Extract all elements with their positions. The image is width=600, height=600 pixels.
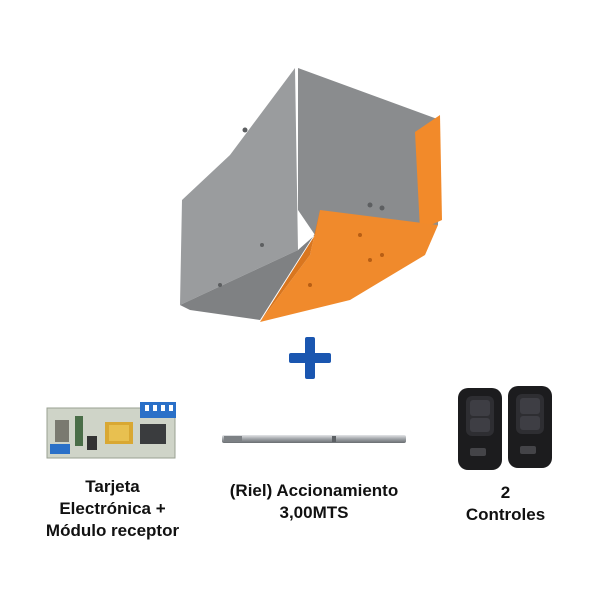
caption-line: Módulo receptor [45,521,180,540]
control-board-caption: Tarjeta Electrónica + Módulo receptor [40,476,185,542]
rail-item: (Riel) Accionamiento 3,00MTS [218,428,410,528]
rail-image [222,432,406,444]
caption-line: 3,00MTS [279,503,349,522]
remote-controls-image [456,384,556,472]
caption-line: Controles [465,505,546,524]
caption-line: (Riel) Accionamiento [229,481,399,500]
caption-line: Electrónica + [59,499,166,518]
remote-controls-caption: 2 Controles [448,482,563,526]
control-board-image [45,400,180,462]
caption-line: 2 [500,483,511,502]
remote-controls-item: 2 Controles [448,382,563,527]
plus-icon [287,335,333,381]
control-board-item: Tarjeta Electrónica + Módulo receptor [40,398,185,548]
motor-housing-image [170,60,470,330]
caption-line: Tarjeta [85,477,140,496]
rail-caption: (Riel) Accionamiento 3,00MTS [208,480,420,524]
